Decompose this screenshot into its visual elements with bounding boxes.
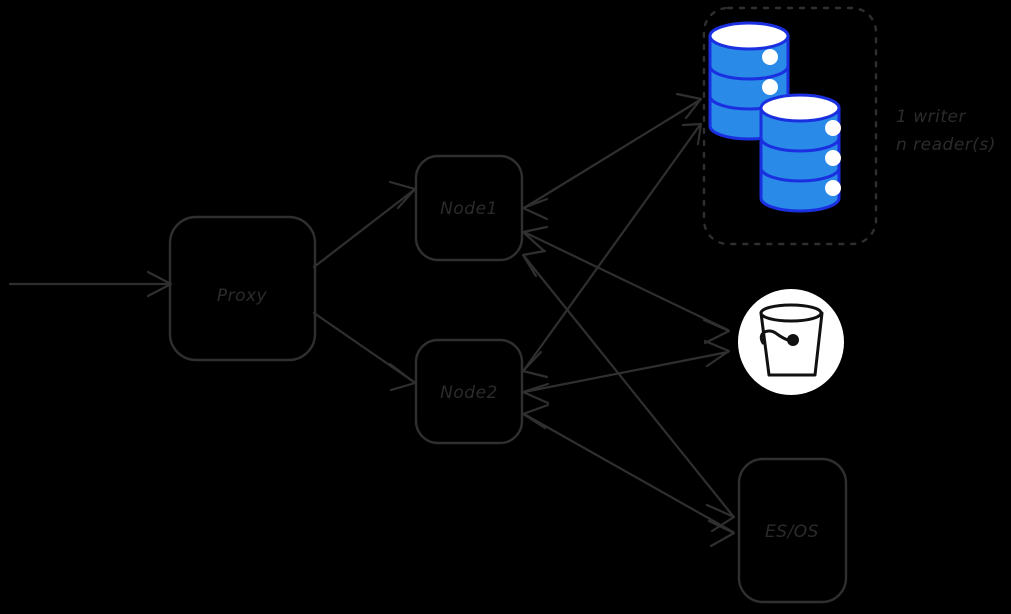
database-group[interactable] <box>702 6 878 246</box>
node2-label: Node2 <box>440 383 498 403</box>
node1-label: Node1 <box>440 199 498 219</box>
node1-box[interactable] <box>414 154 524 262</box>
search-node[interactable]: ES/OS <box>737 457 848 604</box>
edge-node2-search <box>521 403 736 548</box>
search-box[interactable] <box>737 457 848 604</box>
proxy-label: Proxy <box>217 286 268 306</box>
edge-node1-bucket <box>521 225 731 345</box>
database-status-dot <box>762 49 778 65</box>
database-note-line2: n reader(s) <box>896 135 996 155</box>
edge-proxy-to-node2 <box>312 311 417 392</box>
search-label: ES/OS <box>765 522 819 542</box>
database-group-border <box>702 6 878 246</box>
node2-box[interactable] <box>414 338 524 445</box>
edge-ingress-to-proxy <box>8 270 173 298</box>
edge-proxy-to-node1 <box>312 180 417 269</box>
database-status-dot <box>825 180 841 196</box>
bucket-icon <box>759 303 824 377</box>
proxy-node[interactable]: Proxy <box>168 215 317 362</box>
database-status-dot <box>762 79 778 95</box>
database-note-line1: 1 writer <box>896 107 966 127</box>
node2-node[interactable]: Node2 <box>414 338 524 445</box>
database-status-dot <box>825 150 841 166</box>
database-cylinder-2 <box>759 93 841 213</box>
edge-node1-database <box>521 92 703 221</box>
bucket-node[interactable] <box>738 289 844 395</box>
node1-node[interactable]: Node1 <box>414 154 524 262</box>
proxy-box[interactable] <box>168 215 317 362</box>
edge-node1-search <box>521 249 736 533</box>
database-annotation: 1 writer n reader(s) <box>896 107 996 155</box>
database-status-dot <box>825 120 841 136</box>
edge-node2-database <box>521 122 703 379</box>
database-cylinders-icon <box>708 21 841 213</box>
edge-node2-bucket <box>521 339 731 405</box>
